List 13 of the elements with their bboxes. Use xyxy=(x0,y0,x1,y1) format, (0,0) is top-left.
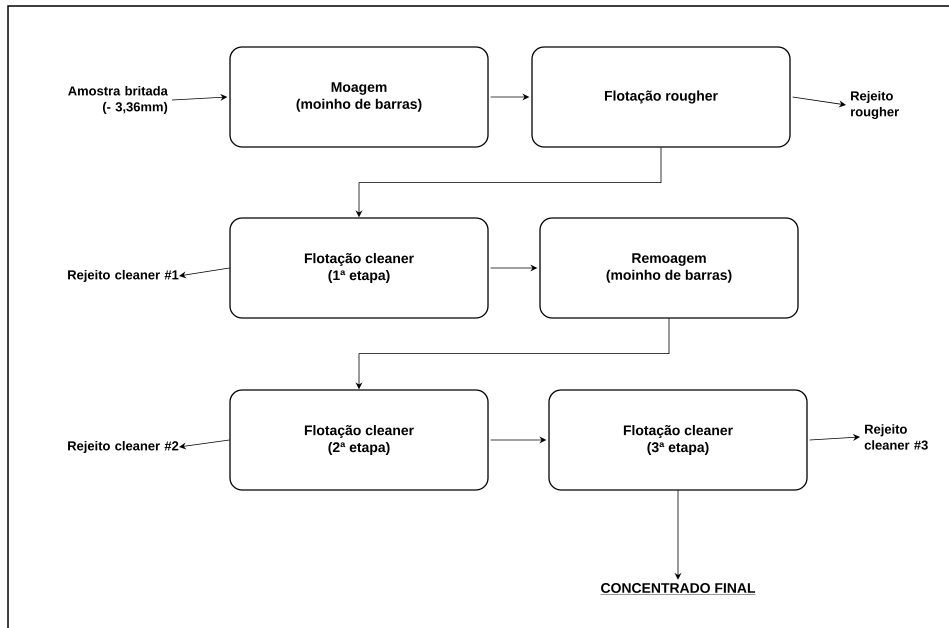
product-label: CONCENTRADO FINAL xyxy=(600,583,756,595)
stream-label: Rejeito rougher xyxy=(851,90,899,120)
stream-label: Rejeito cleaner #3 xyxy=(864,424,928,450)
process-box: Flotação cleaner (2ª etapa) xyxy=(229,389,489,491)
stream-label: Amostra britada (- 3,36mm) xyxy=(68,86,168,114)
stream-label: Rejeito cleaner #2 xyxy=(68,440,178,454)
process-box: Remoagem (moinho de barras) xyxy=(539,217,799,319)
process-box: Flotação cleaner (1ª etapa) xyxy=(229,217,489,319)
process-box: Moagem (moinho de barras) xyxy=(229,46,489,148)
process-box: Flotação cleaner (3ª etapa) xyxy=(548,389,808,491)
arrow xyxy=(179,268,230,278)
process-box: Flotação rougher xyxy=(531,46,791,148)
stream-label: Rejeito cleaner #1 xyxy=(68,270,178,282)
